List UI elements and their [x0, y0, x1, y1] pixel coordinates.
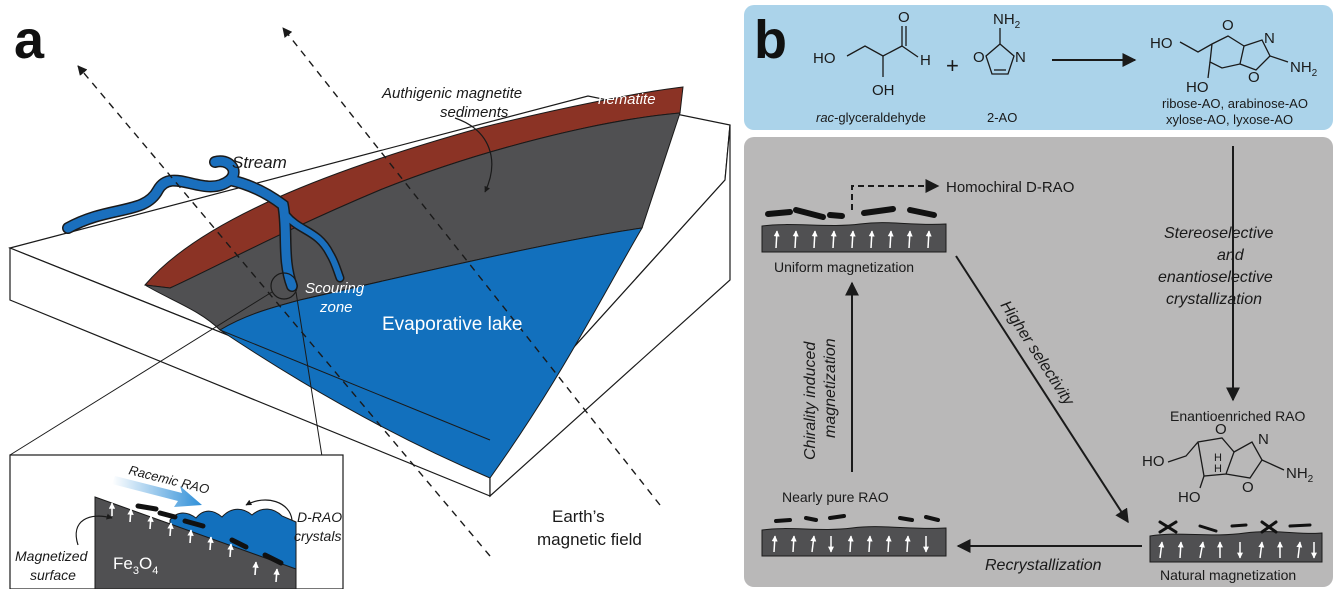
scouring-zone-marker [270, 272, 298, 300]
stereo-label-line3: enantioselective [1158, 269, 1273, 286]
higher-selectivity-arrow [955, 255, 1129, 524]
panel-a: a [8, 10, 731, 589]
aminooxazole-n: N [1015, 49, 1026, 66]
drao-label-line1: D-RAO [297, 509, 342, 525]
reaction-plus: + [946, 53, 959, 78]
product-nh2: NH2 [1290, 59, 1318, 79]
block-right-side [489, 124, 731, 498]
product-n: N [1264, 30, 1275, 47]
enantio-h2: H [1214, 463, 1222, 475]
glyceraldehyde-oh: OH [872, 82, 895, 99]
evaporative-lake [219, 227, 643, 479]
glyceraldehyde-ho: HO [813, 50, 836, 67]
reaction-box [744, 5, 1333, 130]
enantioenriched-structure [1167, 437, 1285, 489]
enantio-o1: O [1215, 421, 1227, 438]
field-label-line2: magnetic field [537, 530, 642, 549]
enantio-ho1: HO [1142, 453, 1165, 470]
stereo-label-line2: and [1217, 247, 1245, 264]
magnetic-field-arrow-1 [77, 65, 491, 557]
aminooxazole-structure [985, 28, 1015, 75]
glyceraldehyde-structure [846, 26, 919, 77]
natural-label: Natural magnetization [1160, 567, 1296, 583]
enantio-h1: H [1214, 452, 1222, 464]
aminooxazole-nh2: NH2 [993, 11, 1021, 31]
sediments-label-line2: sediments [440, 104, 509, 121]
magnetic-field-arrow-2 [282, 27, 661, 506]
recrystallization-label: Recrystallization [985, 557, 1102, 574]
chirality-label-line1: Chirality induced [802, 341, 819, 460]
enantioenriched-label: Enantioenriched RAO [1170, 408, 1306, 424]
field-label-line1: Earth’s [552, 507, 605, 526]
glyceraldehyde-h: H [920, 52, 931, 69]
lake-section-line [219, 329, 491, 441]
product-ho1: HO [1150, 35, 1173, 52]
product-ho2: HO [1186, 79, 1209, 96]
zoom-line-left [9, 291, 273, 456]
scouring-inset: Racemic RAO Magnetized surface Fe3O4 D-R… [9, 454, 344, 589]
glyceraldehyde-o: O [898, 9, 910, 26]
glyceraldehyde-name: rac-glyceraldehyde [816, 110, 926, 125]
nearly-pure-label: Nearly pure RAO [782, 489, 889, 505]
racemic-flow-arrow [112, 476, 202, 507]
stream-label: Stream [232, 153, 287, 172]
product-structure [1179, 35, 1289, 79]
drao-callout-arrow [245, 499, 293, 521]
magnetized-label-line2: surface [30, 567, 76, 583]
chirality-label-line2: magnetization [822, 338, 839, 438]
scouring-label-line1: Scouring [305, 280, 365, 297]
aminooxazole-o: O [973, 49, 985, 66]
aminooxazole-name: 2-AO [987, 110, 1017, 125]
enantio-nh2: NH2 [1286, 465, 1314, 485]
homochiral-dashed-arrow [851, 179, 940, 210]
stereo-label-line1: Stereoselective [1164, 225, 1273, 242]
scouring-label-line2: zone [319, 299, 353, 316]
magnetized-label-line1: Magnetized [15, 548, 89, 564]
panel-b: b HO OH O H rac-glyceraldehyde + NH2 O N… [744, 5, 1333, 587]
magnetized-callout-arrow [75, 513, 113, 546]
drao-label-line2: crystals [294, 528, 341, 544]
inset-crystals [135, 503, 284, 566]
inset-magnetization-arrows [108, 502, 280, 583]
homochiral-label: Homochiral D-RAO [946, 179, 1074, 196]
fe3o4-label: Fe3O4 [113, 554, 158, 577]
panel-b-letter: b [754, 10, 787, 70]
product-name-line1: ribose-AO, arabinose-AO [1162, 96, 1308, 111]
sediments-label-line1: Authigenic magnetite [381, 85, 522, 102]
natural-surface [1149, 520, 1323, 563]
product-name-line2: xylose-AO, lyxose-AO [1166, 112, 1293, 127]
uniform-label: Uniform magnetization [774, 259, 914, 275]
stereo-label-line4: crystallization [1166, 291, 1262, 308]
product-o2: O [1248, 69, 1260, 86]
uniform-surface [761, 206, 947, 253]
enantio-ho2: HO [1178, 489, 1201, 506]
sediment-callout-arrow [454, 117, 493, 193]
enantio-o2: O [1242, 479, 1254, 496]
product-o1: O [1222, 17, 1234, 34]
panel-a-letter: a [14, 10, 45, 70]
enantio-n: N [1258, 431, 1269, 448]
nearly-pure-surface [761, 514, 947, 557]
lake-label: Evaporative lake [382, 314, 522, 335]
stream-fill [63, 156, 343, 291]
hematite-label: hematite [598, 91, 656, 108]
